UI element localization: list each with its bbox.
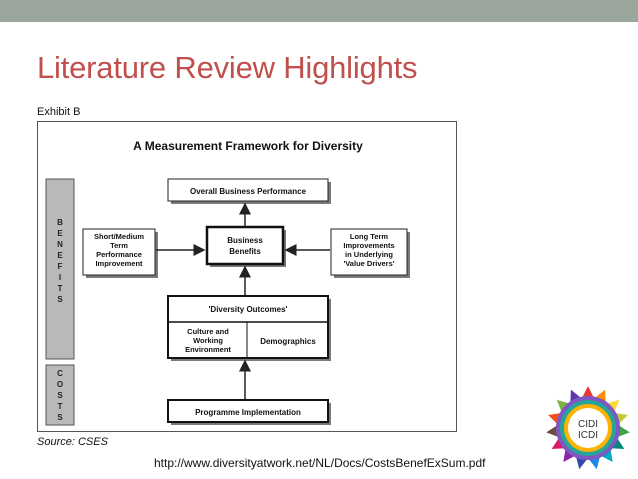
benefits-letter: E [57, 251, 63, 260]
long-term-label: Improvements [343, 241, 394, 250]
long-term-label: 'Value Drivers' [343, 259, 394, 268]
benefits-letter: I [59, 273, 61, 282]
source-url[interactable]: http://www.diversityatwork.net/NL/Docs/C… [154, 456, 486, 470]
diversity-outcomes-label: 'Diversity Outcomes' [209, 305, 288, 314]
culture-label: Working [193, 336, 223, 345]
short-term-label: Term [110, 241, 128, 250]
exhibit-label: Exhibit B [37, 106, 81, 118]
benefits-letters: B E N E F I T S [57, 218, 63, 304]
cidi-logo-graphic: CIDI ICDI [546, 386, 630, 470]
demographics-label: Demographics [260, 337, 316, 346]
benefits-letter: B [57, 218, 63, 227]
benefits-bar [45, 178, 75, 360]
business-benefits-label: Business [227, 236, 263, 245]
programme-box [167, 399, 329, 423]
costs-letter: S [57, 391, 63, 400]
programme-label: Programme Implementation [195, 408, 301, 417]
top-bar [0, 0, 638, 22]
logo-text-cidi: CIDI [578, 419, 598, 430]
long-term-label: Long Term [350, 232, 389, 241]
diagram-heading: A Measurement Framework for Diversity [133, 139, 363, 153]
short-term-box [82, 228, 156, 276]
costs-letter: S [57, 413, 63, 422]
long-term-label: in Underlying [345, 250, 393, 259]
culture-label: Culture and [187, 327, 229, 336]
source-note: Source: CSES [37, 436, 108, 448]
costs-letters: C O S T S [57, 369, 63, 422]
diversity-outcomes-box [167, 295, 329, 359]
short-term-label: Short/Medium [94, 232, 144, 241]
business-benefits-box [205, 225, 285, 266]
logo-text-icdi: ICDI [578, 430, 598, 441]
benefits-letter: T [58, 284, 63, 293]
cidi-logo: CIDI ICDI [545, 385, 631, 471]
long-term-box [330, 228, 408, 276]
benefits-letter: S [57, 295, 63, 304]
slide-title: Literature Review Highlights [37, 50, 418, 85]
benefits-letter: N [57, 240, 63, 249]
costs-letter: C [57, 369, 63, 378]
costs-bar [45, 364, 75, 426]
framework-diagram: A Measurement Framework for Diversity B … [45, 139, 410, 426]
diagram-frame: A Measurement Framework for Diversity B … [37, 121, 457, 432]
benefits-letter: E [57, 229, 63, 238]
short-term-label: Improvement [95, 259, 143, 268]
costs-letter: O [57, 380, 63, 389]
business-benefits-label: Benefits [229, 247, 261, 256]
overall-performance-label: Overall Business Performance [190, 187, 307, 196]
short-term-label: Performance [96, 250, 142, 259]
benefits-letter: F [58, 262, 63, 271]
costs-letter: T [58, 402, 63, 411]
culture-label: Environment [185, 345, 231, 354]
overall-performance-box [167, 178, 329, 202]
